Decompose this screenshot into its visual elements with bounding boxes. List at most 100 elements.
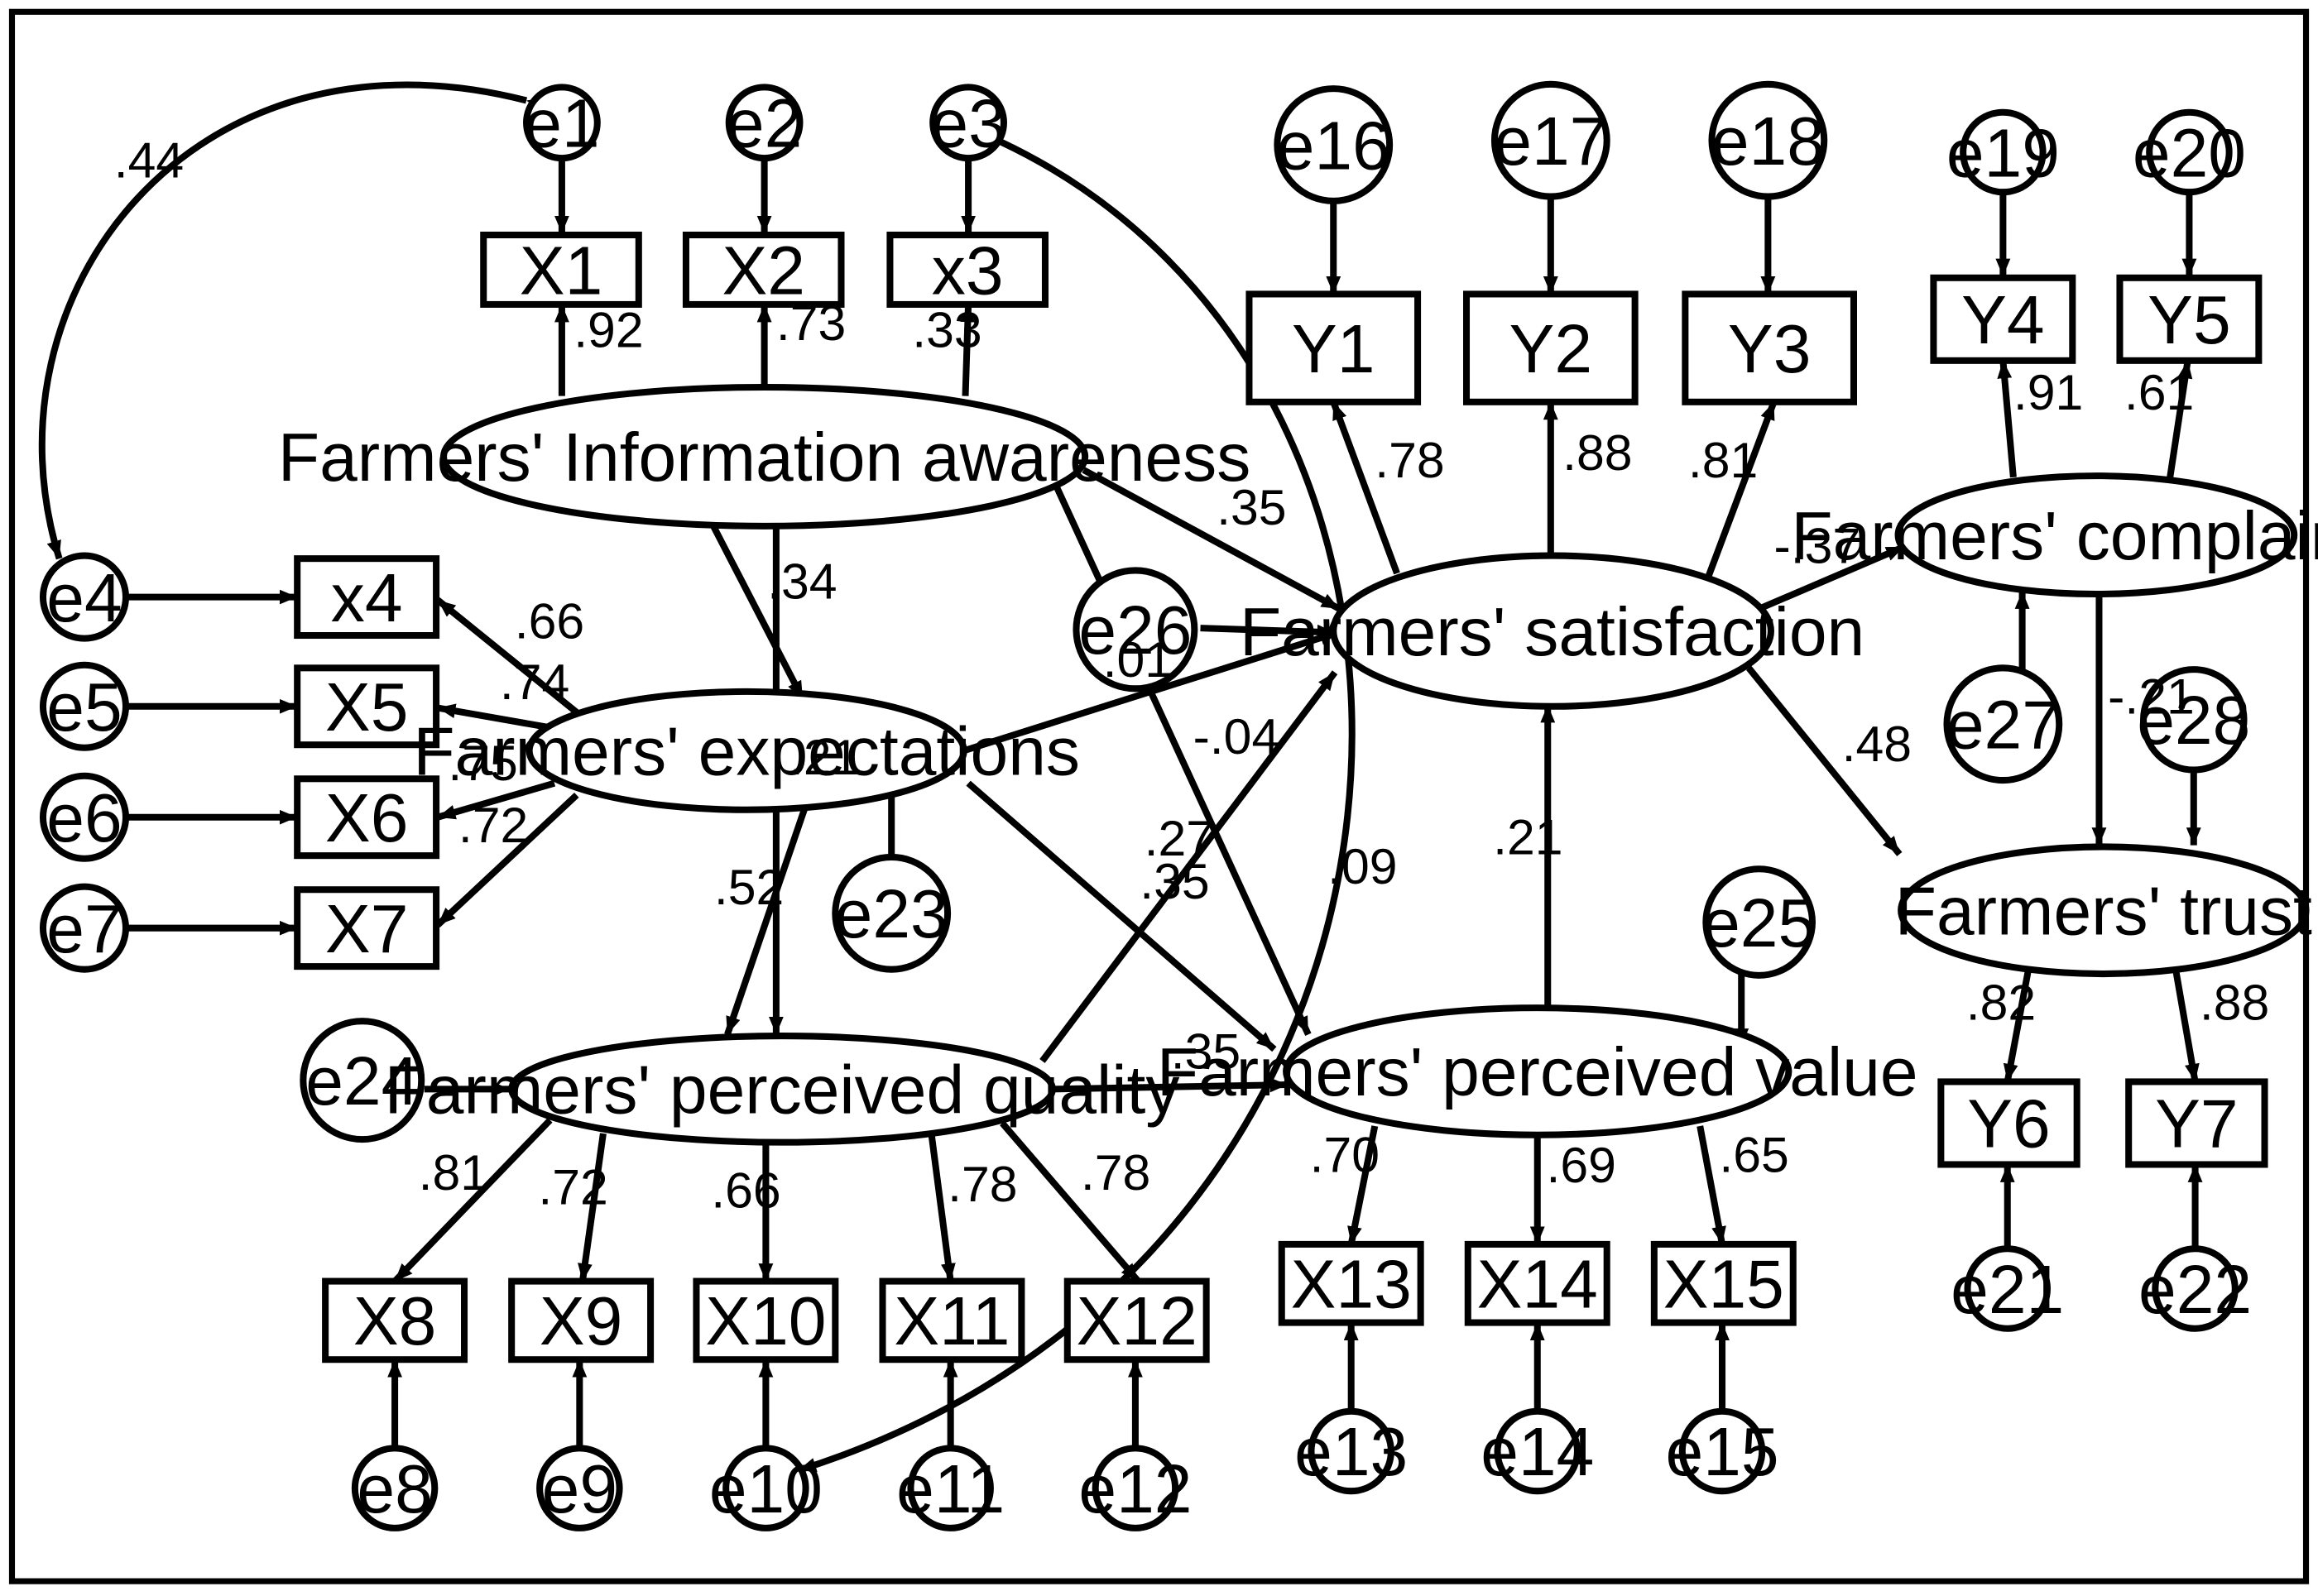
coef-pq-sat: .27 <box>1145 810 1214 866</box>
edge-comp-Y5 <box>2167 360 2193 478</box>
svg-text:Farmers' perceived quality: Farmers' perceived quality <box>385 1053 1180 1129</box>
coef-sat-Y1: .78 <box>1375 432 1444 488</box>
svg-text:e24: e24 <box>305 1044 419 1119</box>
latent-trust: Farmers' trust <box>1895 843 2312 978</box>
coef-comp-Y4: .91 <box>2013 364 2083 420</box>
indicator-X1: X1 <box>480 231 642 309</box>
edge-exp-sat <box>962 629 1339 755</box>
edge-info-pv <box>1053 486 1312 1036</box>
indicator-X8: X8 <box>322 1277 468 1364</box>
error-e9: e9 <box>536 1445 623 1531</box>
svg-text:X13: X13 <box>1291 1248 1412 1323</box>
svg-text:e8: e8 <box>357 1452 432 1527</box>
coef-trust-Y7: .88 <box>2200 974 2269 1030</box>
indicator-X6: X6 <box>294 775 440 860</box>
error-e7: e7 <box>39 883 130 973</box>
coef-info-pq: .34 <box>767 553 837 609</box>
latent-perceived-quality: Farmers' perceived quality <box>385 1033 1180 1146</box>
edge-pq-X8 <box>392 1118 553 1284</box>
coef-trust-Y6: .82 <box>1966 974 2036 1030</box>
svg-text:e6: e6 <box>46 781 122 856</box>
coef-info-sat: .35 <box>1217 479 1286 535</box>
edge-exp-X7 <box>435 792 579 928</box>
edge-e26-sat <box>1200 624 1336 640</box>
coef-pq-pv: .35 <box>1171 1023 1241 1079</box>
indicator-X12: X12 <box>1063 1277 1210 1364</box>
coef-pq-X11: .78 <box>948 1156 1017 1212</box>
coef-exp-X5: .74 <box>500 654 569 710</box>
edge-info-sat <box>1082 467 1341 612</box>
svg-text:X9: X9 <box>540 1284 622 1359</box>
svg-text:Farmers' satisfaction: Farmers' satisfaction <box>1240 595 1864 670</box>
coefficient-labels: .44 .92 .73 .33 .66 .74 .75 .72 .81 .72 … <box>114 132 2270 1218</box>
latent-perceived-value: Farmers' perceived value <box>1157 1004 1918 1138</box>
svg-text:e15: e15 <box>1665 1415 1778 1490</box>
indicator-X5: X5 <box>294 664 440 749</box>
coef-sat-comp: -.37 <box>1774 518 1861 574</box>
svg-text:e12: e12 <box>1078 1452 1192 1527</box>
svg-text:e16: e16 <box>1277 108 1390 184</box>
coef-pv-sat: .21 <box>1493 808 1562 865</box>
indicator-Y6: Y6 <box>1937 1078 2080 1168</box>
svg-text:X1: X1 <box>520 233 603 309</box>
svg-text:e11: e11 <box>896 1452 1005 1527</box>
svg-text:X12: X12 <box>1077 1284 1197 1359</box>
svg-text:X11: X11 <box>894 1284 1010 1359</box>
svg-text:e26: e26 <box>1078 593 1192 669</box>
svg-text:X2: X2 <box>722 233 805 309</box>
coef-exp-sat: .21 <box>789 729 859 785</box>
coef-comp-trust: -.21 <box>2108 669 2195 725</box>
edge-sat-comp <box>1747 544 1906 616</box>
coef-info-exp: .01 <box>1103 631 1173 688</box>
edge-info-exp <box>709 523 806 701</box>
svg-text:X14: X14 <box>1477 1248 1598 1323</box>
svg-text:X10: X10 <box>705 1284 826 1359</box>
svg-text:x3: x3 <box>932 233 1004 309</box>
error-e1: e1 <box>523 84 601 162</box>
error-e10: e10 <box>709 1445 823 1531</box>
coef-pq-X8: .81 <box>419 1144 488 1201</box>
svg-text:e3: e3 <box>930 87 1005 162</box>
error-e2: e2 <box>725 84 804 162</box>
svg-text:e25: e25 <box>1702 886 1816 961</box>
indicator-Y2: Y2 <box>1462 290 1639 405</box>
error-e22: e22 <box>2138 1245 2252 1332</box>
edge-pv-X15 <box>1697 1125 1726 1245</box>
svg-text:Farmers' perceived value: Farmers' perceived value <box>1157 1035 1918 1110</box>
svg-text:e10: e10 <box>709 1452 823 1527</box>
edge-exp-pv <box>966 780 1277 1052</box>
edge-pq-X9 <box>578 1133 607 1282</box>
edge-sat-Y1 <box>1330 400 1400 575</box>
coef-exp-pv: .35 <box>1140 853 1209 909</box>
edge-trust-Y6 <box>2003 970 2032 1083</box>
indicator-x3: x3 <box>886 231 1049 309</box>
svg-text:Farmers' Information awareness: Farmers' Information awareness <box>278 420 1250 496</box>
svg-text:X5: X5 <box>325 670 409 745</box>
edge-cov-e1-e4 <box>38 81 546 560</box>
svg-text:e7: e7 <box>46 892 122 967</box>
svg-text:e22: e22 <box>2138 1253 2252 1328</box>
edge-exp-X5 <box>437 703 548 731</box>
coef-info-x3: .33 <box>912 302 981 358</box>
svg-text:Y5: Y5 <box>2148 283 2230 358</box>
svg-text:x4: x4 <box>331 561 403 636</box>
indicator-X7: X7 <box>294 886 440 971</box>
error-e28: e28 <box>2137 666 2250 774</box>
svg-text:X15: X15 <box>1663 1248 1784 1323</box>
indicator-X2: X2 <box>682 231 845 309</box>
svg-text:Farmers' complaints: Farmers' complaints <box>1791 499 2318 574</box>
indicator-X10: X10 <box>693 1277 839 1364</box>
edge-pq-sat <box>1039 670 1338 1063</box>
svg-text:Y3: Y3 <box>1728 312 1812 387</box>
error-e21: e21 <box>1951 1245 2064 1332</box>
indicator-X9: X9 <box>508 1277 655 1364</box>
indicator-X11: X11 <box>879 1277 1025 1364</box>
latent-satisfaction: Farmers' satisfaction <box>1240 552 1864 710</box>
svg-text:X6: X6 <box>325 781 409 856</box>
edge-sat-trust <box>1746 665 1903 856</box>
edge-pv-X13 <box>1347 1125 1379 1245</box>
coef-comp-Y5: .61 <box>2124 364 2194 420</box>
error-terms: e1 e2 e3 e4 e5 e6 e7 e8 e9 e10 e11 e12 e… <box>39 80 2252 1531</box>
error-e20: e20 <box>2133 108 2246 196</box>
coef-info-X2: .73 <box>776 295 846 351</box>
